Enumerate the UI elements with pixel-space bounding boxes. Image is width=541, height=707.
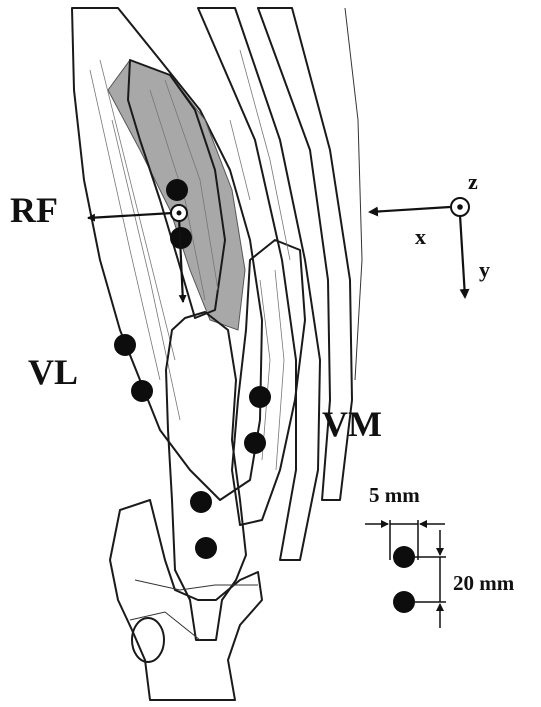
y-axis-label: y	[479, 257, 490, 282]
width-label: 5 mm	[369, 483, 420, 507]
tendon-electrode	[190, 491, 212, 513]
vm-electrode	[249, 386, 271, 408]
vm-electrode	[244, 432, 266, 454]
legend-electrode	[393, 591, 415, 613]
z-axis-label: z	[468, 169, 478, 194]
x-axis-label: x	[415, 224, 426, 249]
vl-label: VL	[28, 352, 78, 392]
tendon-electrode	[195, 537, 217, 559]
electrode-scale-legend: 5 mm 20 mm	[365, 483, 515, 628]
thigh-muscles	[72, 8, 362, 700]
vm-label: VM	[322, 404, 382, 444]
vl-electrode	[114, 334, 136, 356]
legend-electrode	[393, 546, 415, 568]
spacing-label: 20 mm	[453, 571, 515, 595]
rf-label: RF	[10, 190, 58, 230]
vl-electrode	[131, 380, 153, 402]
rf-electrode	[166, 179, 188, 201]
knee-joint	[110, 500, 262, 700]
rf-local-axes	[88, 205, 187, 302]
coordinate-axes: z x y	[370, 169, 490, 297]
